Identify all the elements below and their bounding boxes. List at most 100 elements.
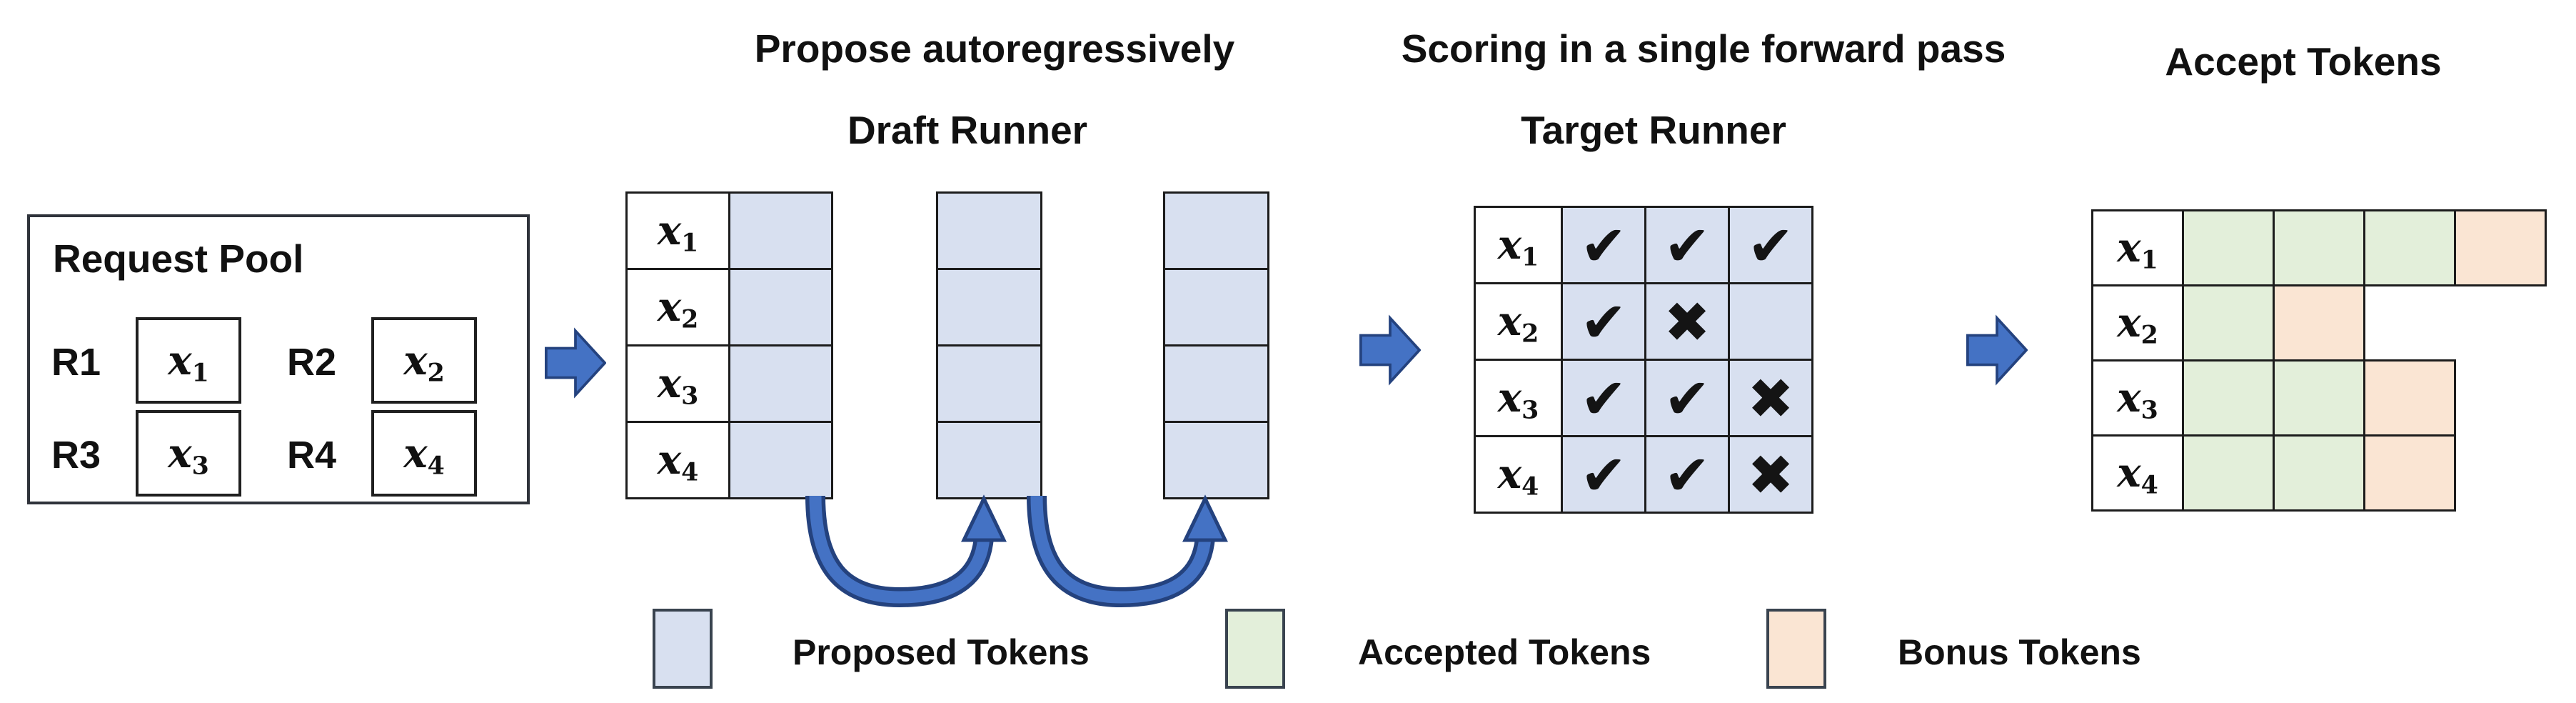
accepted-token-cell: [2182, 434, 2275, 512]
table-row: [936, 268, 1042, 346]
cross-icon: ✖: [1664, 291, 1711, 355]
draft-step3-column: [1163, 191, 1269, 499]
table-row: x4: [625, 421, 833, 499]
row-label-cell-x1: x1: [1474, 206, 1563, 284]
legend-swatch-accepted: [1225, 609, 1285, 689]
token-label-x4: x4: [403, 429, 445, 481]
row-label-cell-x4: x4: [2091, 434, 2184, 512]
row-label-cell-x4: x4: [1474, 435, 1563, 514]
table-row: [1163, 268, 1269, 346]
token-label-x1: x1: [168, 336, 209, 388]
request-token-box-x4: x4: [371, 410, 477, 497]
request-token-box-x2: x2: [371, 317, 477, 404]
bonus-token-cell: [2363, 434, 2456, 512]
draft-step2-column: [936, 191, 1042, 499]
table-row: x1: [2091, 209, 2547, 286]
check-icon: ✔: [1580, 444, 1627, 508]
flow-arrow-icon: [1966, 314, 2028, 386]
request-id-r2: R2: [287, 341, 337, 384]
proposed-token-cell: [728, 421, 833, 499]
table-row: x1 ✔ ✔ ✔: [1474, 206, 1813, 284]
proposed-token-cell: [936, 191, 1042, 270]
autoregressive-loop-arrows-icon: [805, 494, 1228, 608]
draft-step1-table: x1 x2 x3 x4: [625, 191, 833, 499]
check-icon: ✔: [1580, 214, 1627, 279]
check-icon: ✔: [1580, 367, 1627, 432]
score-cell: ✔: [1644, 435, 1730, 514]
check-icon: ✔: [1747, 214, 1794, 279]
score-cell: ✔: [1728, 206, 1813, 284]
row-label-cell-x2: x2: [1474, 282, 1563, 361]
cross-icon: ✖: [1747, 367, 1794, 432]
proposed-token-cell: [728, 344, 833, 423]
request-pool-title: Request Pool: [53, 236, 304, 281]
table-row: x2 ✔ ✖: [1474, 282, 1813, 361]
accepted-token-cell: [2273, 209, 2365, 286]
empty-cell: [2454, 359, 2547, 437]
legend-label-bonus: Bonus Tokens: [1898, 632, 2141, 672]
proposed-token-cell: [1163, 191, 1269, 270]
cross-icon: ✖: [1747, 444, 1794, 508]
proposed-token-cell: [936, 268, 1042, 346]
accept-tokens-table: x1 x2 x3 x4: [2091, 209, 2547, 512]
proposed-token-cell: [728, 268, 833, 346]
row-label-cell-x3: x3: [2091, 359, 2184, 437]
table-row: x4: [2091, 434, 2547, 512]
score-cell: ✖: [1728, 435, 1813, 514]
target-scoring-table: x1 ✔ ✔ ✔ x2 ✔ ✖ x3 ✔ ✔ ✖ x4 ✔ ✔ ✖: [1474, 206, 1813, 514]
proposed-token-cell: [1163, 421, 1269, 499]
score-cell: ✔: [1561, 206, 1646, 284]
check-icon: ✔: [1664, 367, 1711, 432]
empty-cell: [2363, 284, 2456, 362]
row-label-cell-x1: x1: [625, 191, 730, 270]
row-label-cell-x2: x2: [2091, 284, 2184, 362]
title-draft-runner: Draft Runner: [847, 108, 1088, 152]
score-cell: ✔: [1644, 206, 1730, 284]
proposed-token-cell: [728, 191, 833, 270]
table-row: [1163, 191, 1269, 270]
table-row: [1163, 421, 1269, 499]
proposed-token-cell: [936, 421, 1042, 499]
request-id-r1: R1: [51, 341, 101, 384]
legend-label-proposed: Proposed Tokens: [793, 632, 1090, 672]
table-row: [1163, 344, 1269, 423]
title-propose-autoregressively: Propose autoregressively: [754, 26, 1235, 71]
check-icon: ✔: [1580, 291, 1627, 355]
row-label-cell-x1: x1: [2091, 209, 2184, 286]
proposed-token-cell: [936, 344, 1042, 423]
accepted-token-cell: [2182, 209, 2275, 286]
row-label-cell-x2: x2: [625, 268, 730, 346]
table-row: x3: [625, 344, 833, 423]
score-cell: ✖: [1644, 282, 1730, 361]
table-row: [936, 421, 1042, 499]
empty-cell: [2454, 284, 2547, 362]
flow-arrow-icon: [1359, 314, 1421, 386]
proposed-token-cell: [1163, 268, 1269, 346]
request-id-r3: R3: [51, 434, 101, 477]
score-cell: [1728, 282, 1813, 361]
score-cell: ✔: [1644, 359, 1730, 437]
row-label-cell-x3: x3: [1474, 359, 1563, 437]
request-id-r4: R4: [287, 434, 337, 477]
table-row: x1: [625, 191, 833, 270]
table-row: x3 ✔ ✔ ✖: [1474, 359, 1813, 437]
proposed-token-cell: [1163, 344, 1269, 423]
accepted-token-cell: [2363, 209, 2456, 286]
empty-cell: [2454, 434, 2547, 512]
row-label-cell-x4: x4: [625, 421, 730, 499]
token-label-x3: x3: [168, 429, 209, 481]
row-label-cell-x3: x3: [625, 344, 730, 423]
score-cell: ✔: [1561, 435, 1646, 514]
table-row: x4 ✔ ✔ ✖: [1474, 435, 1813, 514]
title-accept-tokens: Accept Tokens: [2165, 39, 2442, 84]
request-token-box-x1: x1: [136, 317, 241, 404]
accepted-token-cell: [2273, 359, 2365, 437]
table-row: [936, 344, 1042, 423]
request-token-box-x3: x3: [136, 410, 241, 497]
table-row: [936, 191, 1042, 270]
table-row: x2: [625, 268, 833, 346]
score-cell: ✖: [1728, 359, 1813, 437]
legend-swatch-proposed: [653, 609, 713, 689]
score-cell: ✔: [1561, 359, 1646, 437]
